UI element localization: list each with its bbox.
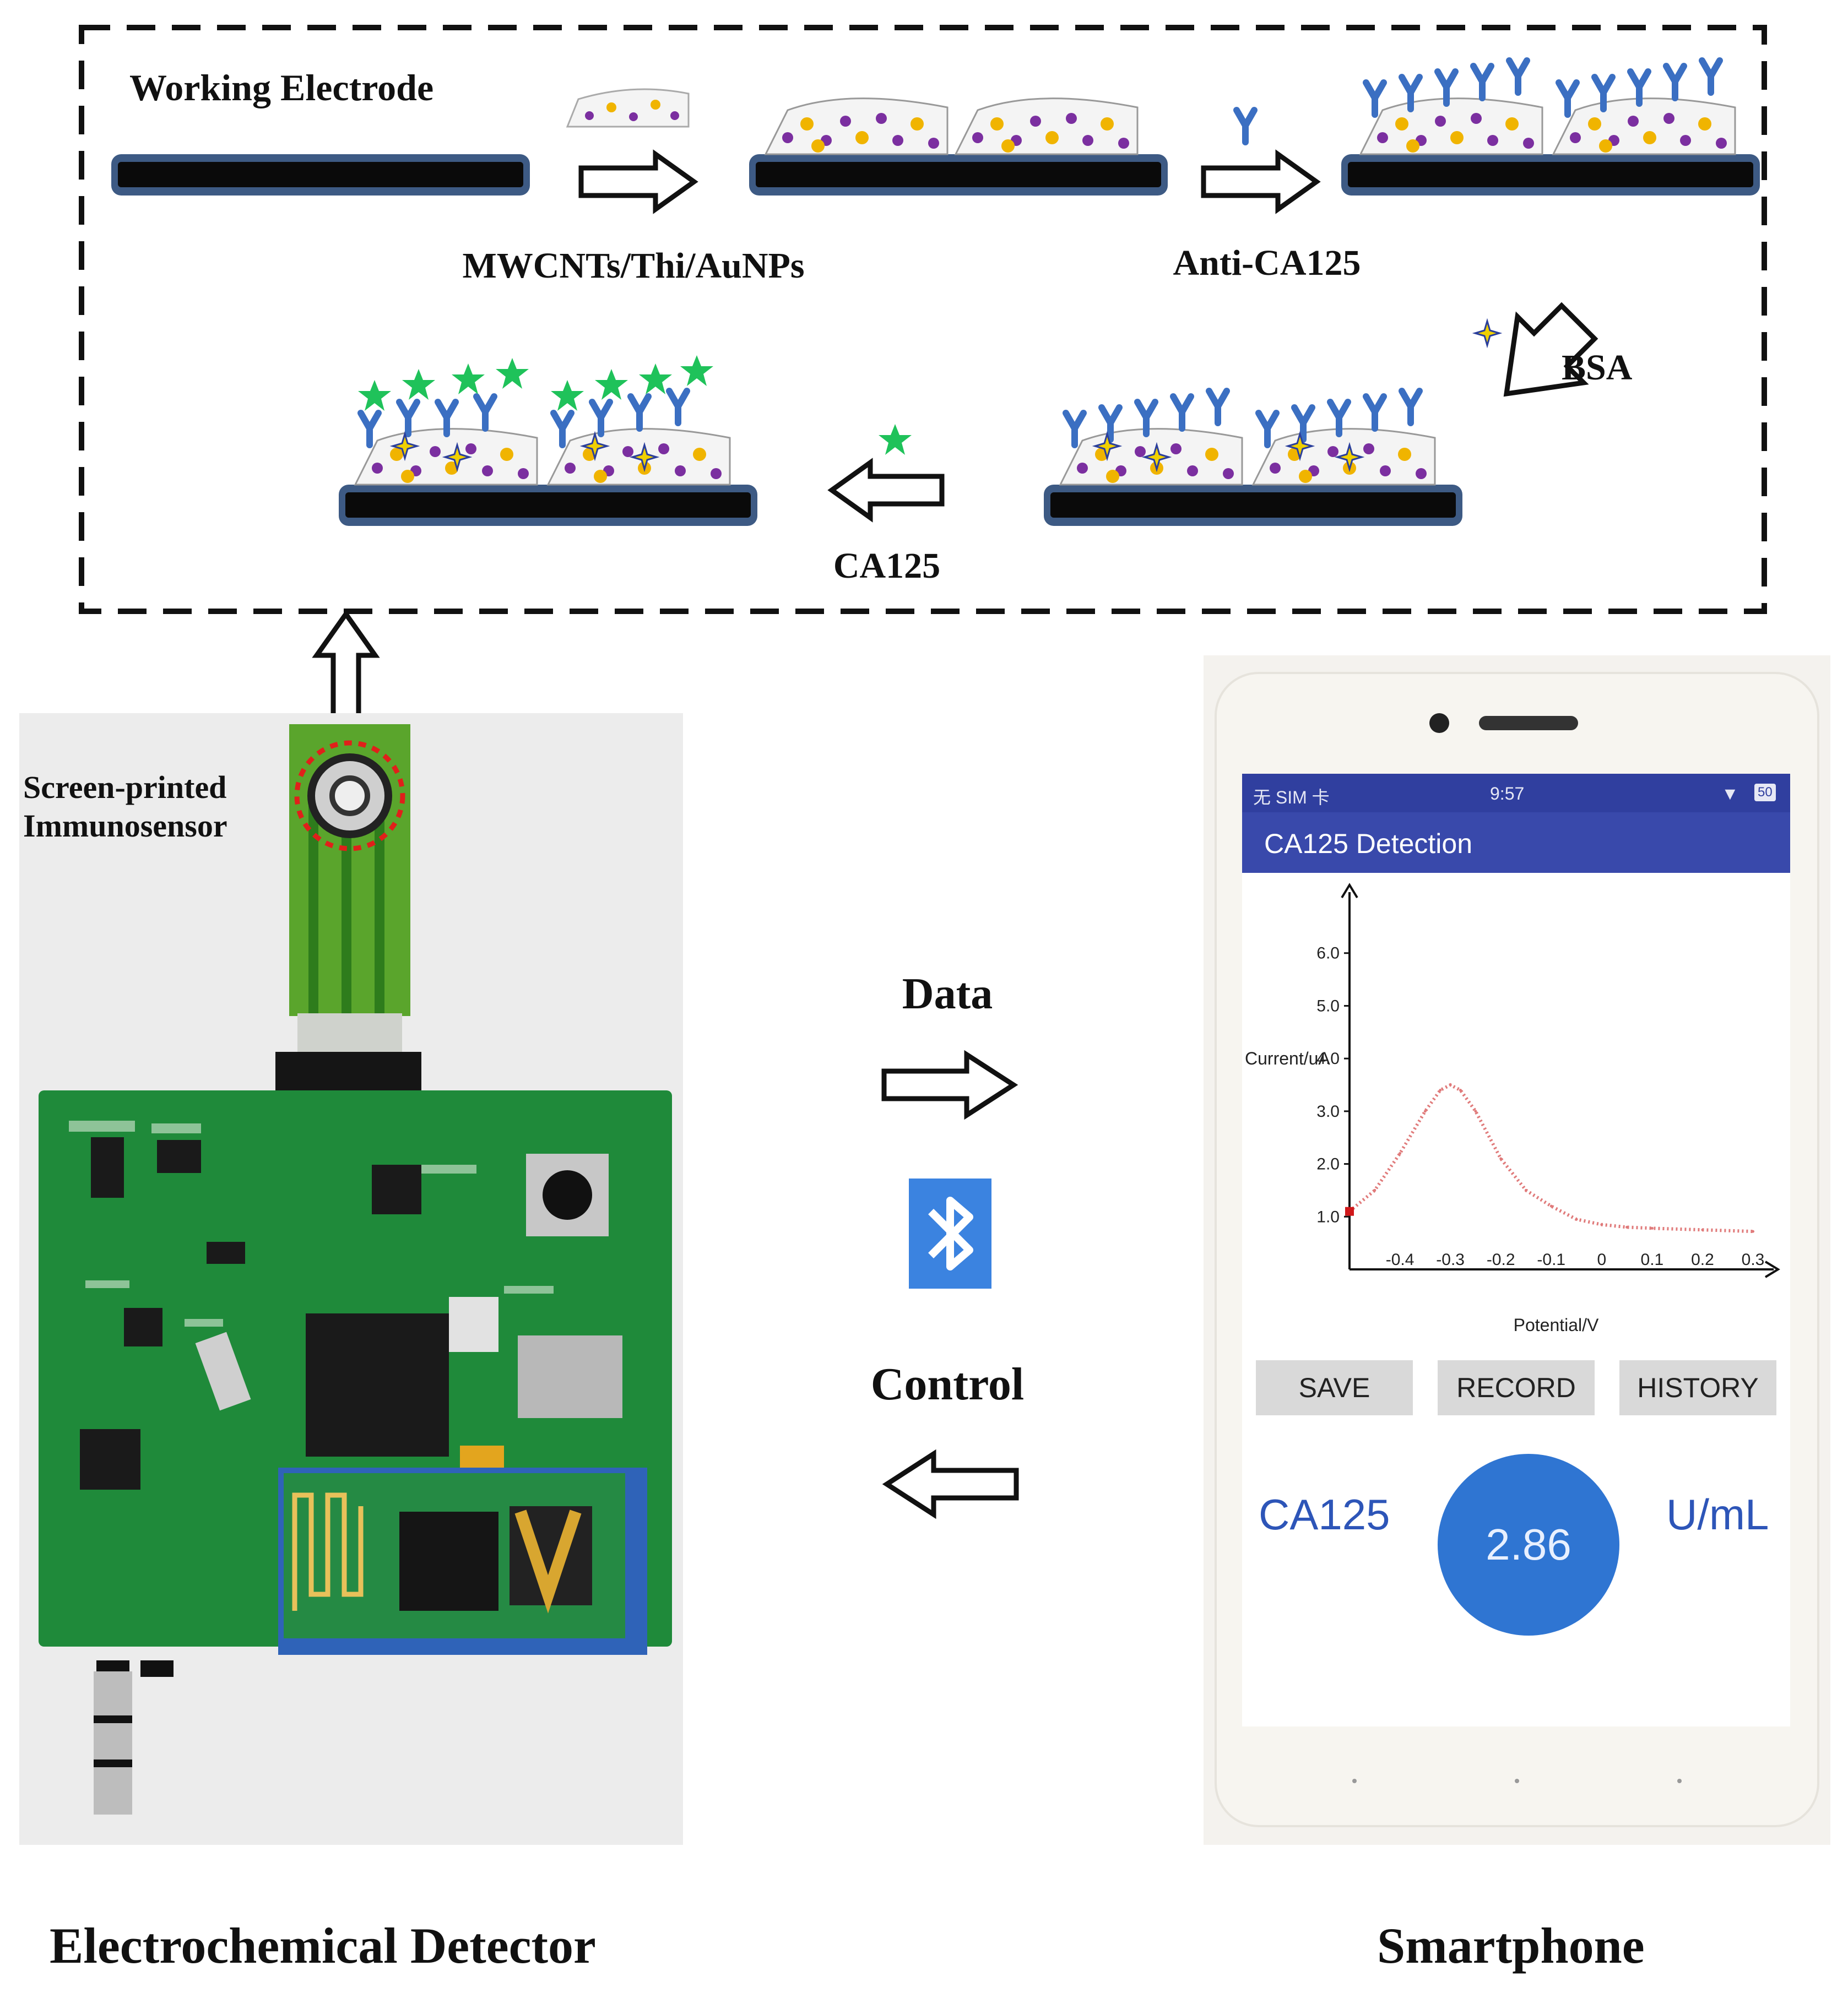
data-point — [1474, 1110, 1477, 1113]
detector-photo — [19, 713, 683, 1845]
data-point — [1459, 1089, 1462, 1092]
data-point — [1549, 1204, 1553, 1208]
status-bar: 无 SIM 卡 9:57 ▼ 50 — [1242, 774, 1790, 812]
series-line — [1348, 1083, 1753, 1234]
step1-label: MWCNTs/Thi/AuNPs — [462, 246, 805, 286]
start-marker — [1345, 1207, 1354, 1216]
step3-label: BSA — [1562, 347, 1633, 388]
x-axis-arrow — [1764, 1261, 1780, 1278]
smartphone-photo: 无 SIM 卡 9:57 ▼ 50 CA125 Detection -0.4-0… — [1204, 655, 1830, 1845]
nanocomposite-film-right — [955, 97, 1139, 155]
front-camera-icon — [1429, 713, 1449, 733]
data-point — [1600, 1223, 1603, 1226]
highlight-circle — [294, 740, 405, 851]
ca125-antigen — [879, 424, 912, 455]
data-point — [1625, 1225, 1629, 1229]
microcontroller — [306, 1313, 449, 1457]
chart-ylabel: Current/uA — [1245, 1049, 1330, 1068]
y-tick-label: 3.0 — [1316, 1103, 1340, 1121]
sensor-label: Screen-printed Immunosensor — [23, 768, 227, 845]
data-point — [1373, 1188, 1376, 1192]
data-point — [1423, 1110, 1427, 1113]
data-point — [1650, 1226, 1654, 1230]
free-antibody — [1237, 110, 1254, 142]
ic-chip-small — [372, 1165, 421, 1214]
data-point — [1399, 1152, 1402, 1155]
phone-screen: 无 SIM 卡 9:57 ▼ 50 CA125 Detection -0.4-0… — [1242, 774, 1790, 1726]
detector-caption: Electrochemical Detector — [50, 1918, 596, 1974]
y-tick-label: 5.0 — [1316, 997, 1340, 1015]
final-electrode — [339, 485, 757, 526]
audio-jack — [94, 1671, 132, 1815]
fabrication-scheme — [79, 25, 1767, 732]
nav-dot-home[interactable] — [1515, 1779, 1519, 1783]
sensor-label-line2: Immunosensor — [23, 808, 227, 844]
bluetooth-icon — [909, 1179, 991, 1289]
nav-dot-left[interactable] — [1352, 1779, 1357, 1783]
unit-label: U/mL — [1666, 1490, 1769, 1539]
smartphone-caption: Smartphone — [1377, 1918, 1645, 1974]
clock: 9:57 — [1490, 784, 1525, 803]
arrow-step1 — [578, 149, 698, 214]
bare-electrode — [111, 154, 530, 196]
data-point — [1439, 1089, 1442, 1092]
data-point — [1449, 1083, 1452, 1087]
y-tick-label: 4.0 — [1316, 1050, 1340, 1068]
arrow-control — [882, 1449, 1019, 1519]
data-point — [1752, 1230, 1755, 1233]
app-title: CA125 Detection — [1264, 828, 1473, 859]
bsa-molecule — [1474, 320, 1500, 346]
detector-illustration — [39, 724, 672, 1815]
history-button[interactable]: HISTORY — [1619, 1360, 1776, 1415]
chart-xlabel: Potential/V — [1514, 1315, 1599, 1335]
x-tick-label: -0.4 — [1386, 1251, 1415, 1269]
wifi-icon: ▼ — [1721, 784, 1739, 803]
chart-axes — [1341, 883, 1780, 1278]
y-tick-label: 6.0 — [1316, 944, 1340, 963]
working-electrode-label: Working Electrode — [129, 67, 434, 108]
y-tick-label: 2.0 — [1316, 1155, 1340, 1174]
y-axis-arrow — [1341, 883, 1358, 899]
x-tick-label: -0.2 — [1487, 1251, 1515, 1269]
chart-series — [1345, 1083, 1755, 1234]
nav-dot-right[interactable] — [1677, 1779, 1682, 1783]
push-button — [543, 1170, 592, 1220]
nanocomposite-film-left — [765, 97, 949, 155]
x-tick-label: 0.3 — [1742, 1251, 1765, 1269]
arrow-step4 — [827, 458, 945, 523]
result-value: 2.86 — [1438, 1454, 1619, 1636]
data-label: Data — [902, 970, 993, 1018]
antibody-electrode — [1341, 154, 1760, 196]
save-button[interactable]: SAVE — [1256, 1360, 1413, 1415]
voltammogram-chart: -0.4 -0.3 -0.2 -0.1 0 0.1 0.2 0.3 1.0 2.0 3.0 4.0 5.… — [1245, 883, 1780, 1335]
arrow-data — [881, 1050, 1018, 1120]
step2-label: Anti-CA125 — [1173, 243, 1361, 283]
blocked-electrode — [1044, 485, 1462, 526]
control-label: Control — [870, 1359, 1025, 1410]
y-tick-label: 1.0 — [1316, 1208, 1340, 1226]
chart-ticks: -0.4 -0.3 -0.2 -0.1 0 0.1 0.2 0.3 1.0 2.0 3.0 4.0 5.… — [1316, 944, 1764, 1269]
modified-electrode — [749, 154, 1168, 196]
data-point — [1701, 1228, 1704, 1231]
arrow-step2 — [1201, 149, 1321, 214]
battery-icon: 50 — [1754, 784, 1776, 801]
x-tick-label: 0.2 — [1691, 1251, 1714, 1269]
sim-status: 无 SIM 卡 — [1253, 788, 1330, 807]
x-tick-label: 0.1 — [1641, 1251, 1664, 1269]
usb-port — [518, 1335, 622, 1418]
data-point — [1524, 1188, 1527, 1192]
analyte-label: CA125 — [1259, 1490, 1390, 1539]
record-button[interactable]: RECORD — [1438, 1360, 1595, 1415]
x-tick-label: -0.3 — [1436, 1251, 1465, 1269]
speaker-grille — [1479, 716, 1578, 730]
data-point — [1499, 1157, 1503, 1160]
sensor-label-line1: Screen-printed — [23, 769, 227, 805]
app-bar: CA125 Detection — [1242, 812, 1790, 873]
data-point — [1575, 1218, 1578, 1221]
x-tick-label: 0 — [1597, 1251, 1606, 1269]
step4-label: CA125 — [833, 546, 941, 586]
x-tick-label: -0.1 — [1537, 1251, 1565, 1269]
arrow-step3 — [1503, 302, 1598, 397]
